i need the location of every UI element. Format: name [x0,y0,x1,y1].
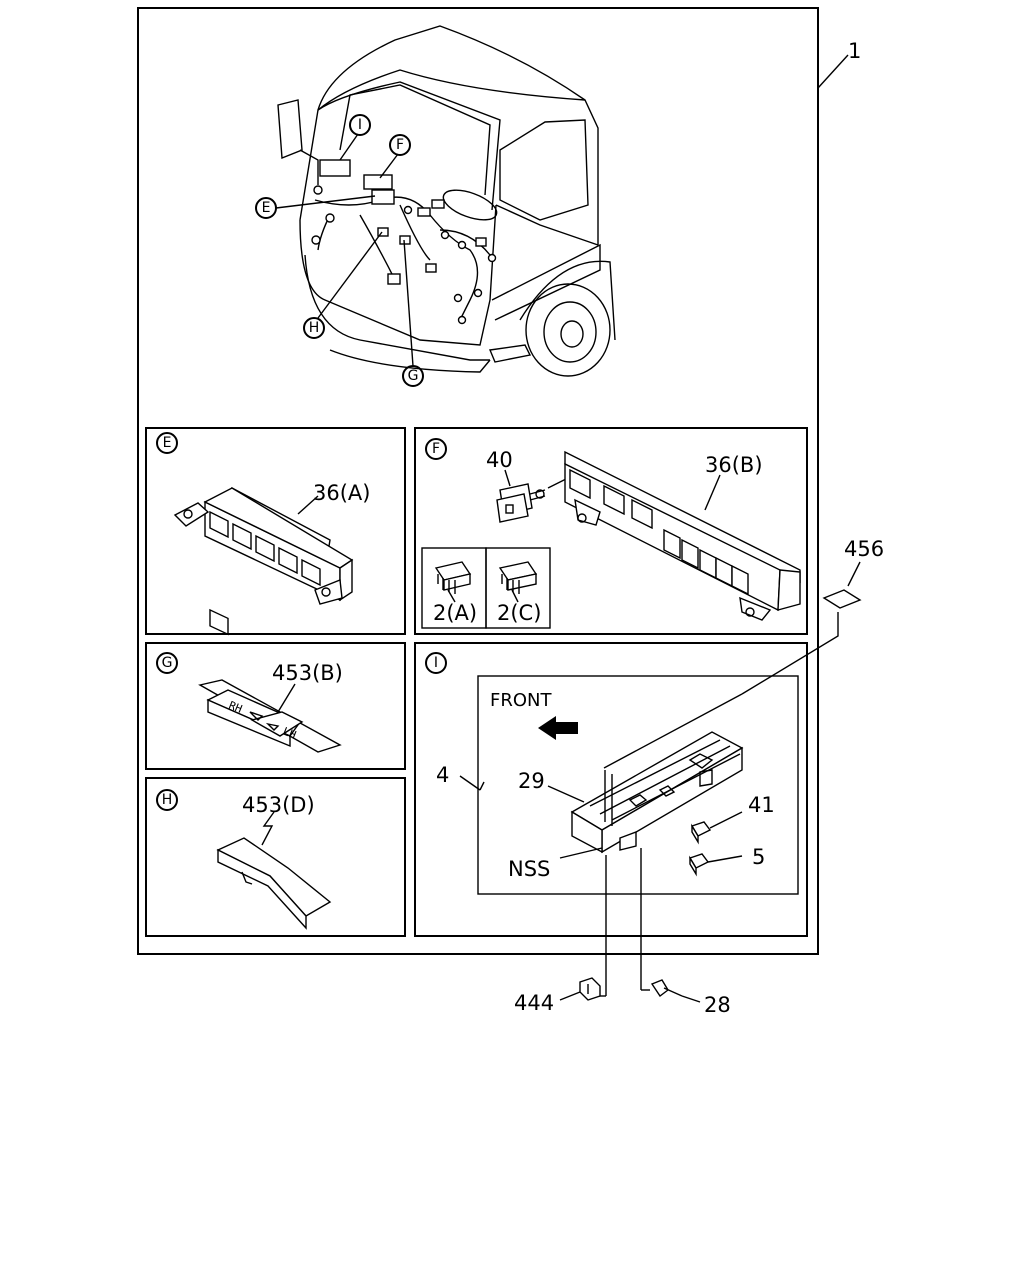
leader-29 [547,785,585,803]
leader-5 [707,855,743,863]
svg-text:G: G [162,655,173,671]
detail-marker-h: H [303,231,383,339]
callout-453b: 453(B) [272,661,343,685]
panel-i-inner-frame [477,675,799,895]
callout-nss: NSS [508,857,550,881]
svg-text:F: F [432,441,440,457]
subbox-2c [485,547,551,629]
svg-text:H: H [162,792,173,808]
svg-text:F: F [396,137,404,153]
leader-456 [847,561,861,587]
svg-text:H: H [309,320,320,336]
bracket-assembly-4 [570,731,744,854]
panel-g-marker: G [156,652,178,674]
leader-453b [277,683,296,713]
panel-h-marker: H [156,789,178,811]
leader-4 [459,775,481,791]
svg-text:E: E [163,435,172,451]
front-label: FRONT [490,690,552,711]
panel-e-marker: E [156,432,178,454]
leader-40 [504,469,511,487]
callout-444: 444 [514,991,554,1015]
leader-2a [447,589,456,603]
panel-h [145,777,406,937]
leader-36a [297,495,319,515]
leader-36b [704,474,721,511]
callout-assembly: 1 [848,39,861,63]
panel-e [145,427,406,635]
label-decal-453b: RH LH [198,679,342,753]
clip-41 [690,821,712,845]
connector-40 [496,483,546,523]
callout-29: 29 [518,769,545,793]
leader-444 [559,991,581,1001]
front-arrow-icon [538,716,578,740]
svg-text:I: I [358,117,362,133]
assembly-frame [137,7,819,955]
panel-i [414,642,808,937]
leader-2c [511,589,519,603]
panel-g [145,642,406,770]
pad-456 [822,589,862,609]
panel-f-marker: F [425,438,447,460]
callout-36a: 36(A) [313,481,370,505]
leader-456-to-bracket [741,612,839,695]
detail-marker-i: I [339,114,371,161]
leader-nss [559,847,603,859]
leader-41 [709,811,743,829]
svg-text:RH: RH [227,699,244,716]
callout-456: 456 [844,537,884,561]
callout-2c: 2(C) [497,601,541,625]
relay-2a [434,561,472,594]
detail-marker-f: F [379,134,411,179]
callout-453d: 453(D) [242,793,315,817]
relay-2c [498,561,538,594]
callout-28: 28 [704,993,731,1017]
truck-cab-drawing [277,25,616,377]
clip-5 [688,853,710,877]
svg-text:I: I [434,655,438,671]
leader-28 [681,995,701,1003]
assembly-leader [817,54,849,89]
callout-41: 41 [748,793,775,817]
bolt-28 [650,979,683,998]
cover-453d [216,837,332,930]
leader-4-stub [479,781,485,791]
callout-4: 4 [436,763,449,787]
callout-40: 40 [486,448,513,472]
callout-2a: 2(A) [433,601,477,625]
panel-i-marker: I [425,652,447,674]
svg-text:LH: LH [281,725,298,742]
leader-456-cont [603,693,743,769]
detail-marker-e: E [255,195,376,219]
relay-box-36a [173,486,354,636]
svg-text:E: E [262,200,271,216]
callout-5: 5 [752,845,765,869]
relay-box-36b [564,450,801,621]
callout-36b: 36(B) [705,453,763,477]
nut-444 [579,977,601,1001]
leader-453d [261,811,275,846]
detail-marker-g: G [402,239,424,387]
svg-text:G: G [408,368,419,384]
panel-f [414,427,808,635]
